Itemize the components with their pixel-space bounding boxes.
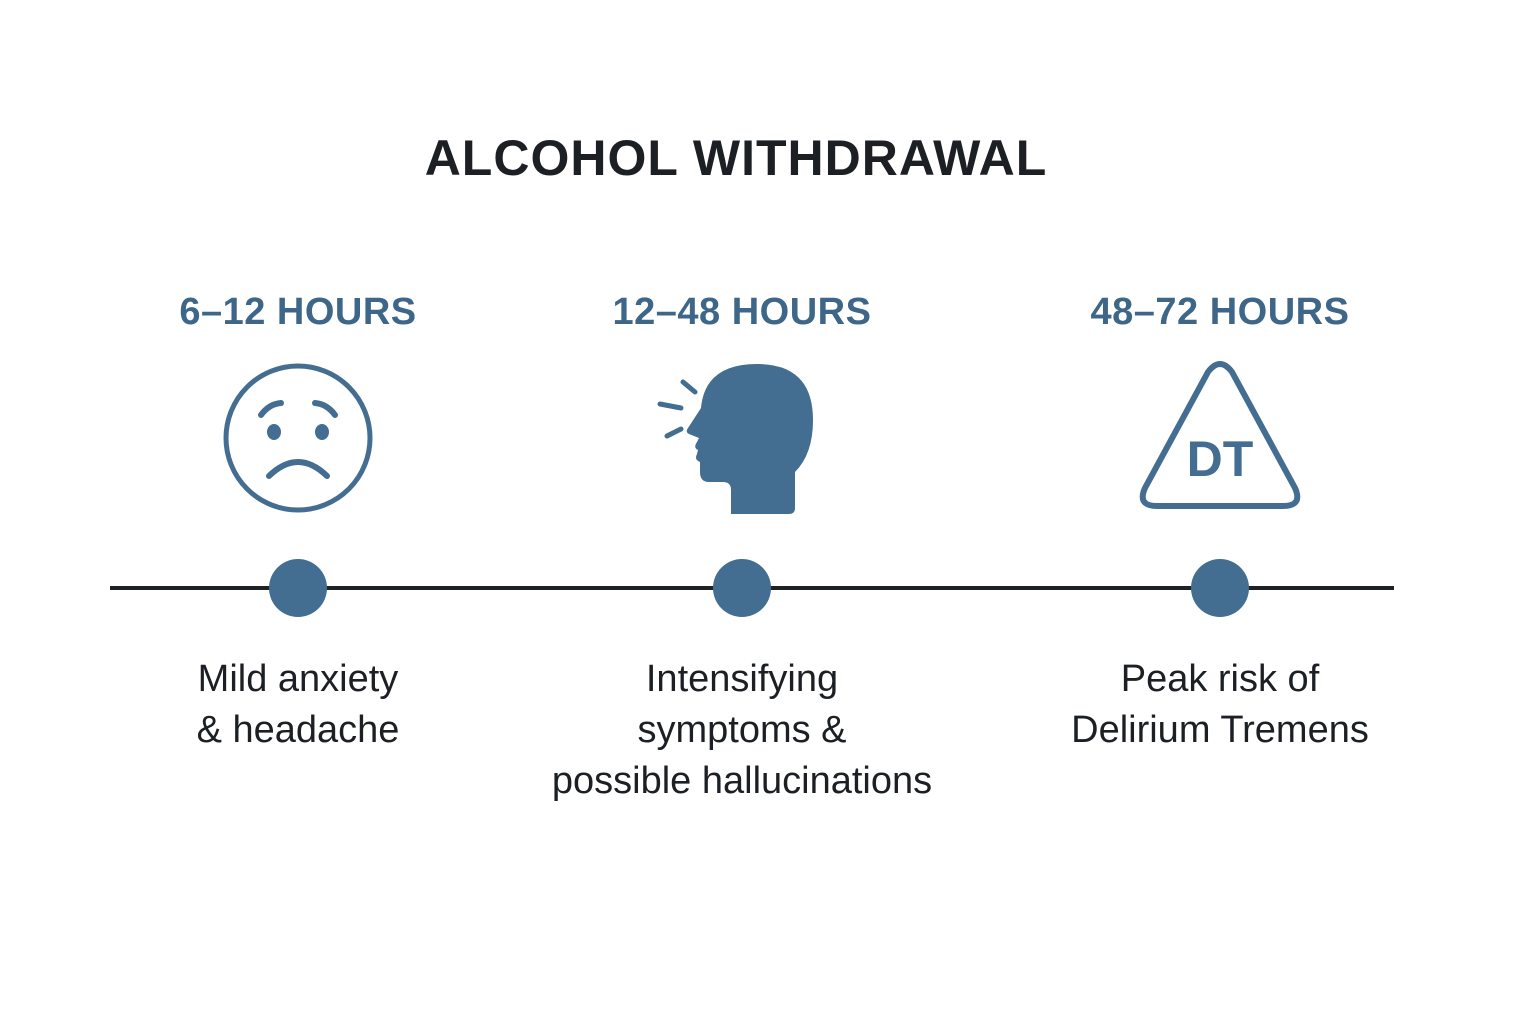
- dt-warning-triangle-icon: DT: [1135, 358, 1305, 522]
- stage-description: Peak risk of Delirium Tremens: [1000, 654, 1440, 756]
- stage-description-line: Delirium Tremens: [1071, 709, 1369, 751]
- timeline-marker: [269, 559, 327, 617]
- stage-description: Intensifying symptoms & possible halluci…: [522, 654, 962, 807]
- head-profile-icon: [657, 358, 827, 522]
- stage-12-48-hours: 12–48 HOURS Intensifying symptoms & poss…: [522, 0, 962, 1024]
- worried-face-icon: [213, 358, 383, 522]
- stage-description-line: possible hallucinations: [551, 760, 933, 802]
- stage-description-line: Intensifying: [645, 658, 839, 700]
- stage-time-label: 12–48 HOURS: [612, 291, 872, 333]
- timeline-marker: [713, 559, 771, 617]
- dt-label: DT: [1187, 431, 1254, 487]
- stage-description-line: Mild anxiety: [197, 658, 399, 700]
- timeline-marker: [1191, 559, 1249, 617]
- stage-48-72-hours: 48–72 HOURS DT Peak risk of Delirium Tre…: [1000, 0, 1440, 1024]
- stage-time-label: 6–12 HOURS: [179, 291, 417, 333]
- stage-description-line: Peak risk of: [1120, 658, 1320, 700]
- stage-description-line: symptoms &: [637, 709, 847, 751]
- diagram-title: ALCOHOL WITHDRAWAL: [424, 130, 1048, 186]
- stage-time-label: 48–72 HOURS: [1090, 291, 1350, 333]
- stage-description: Mild anxiety & headache: [78, 654, 518, 756]
- stage-6-12-hours: 6–12 HOURS Mild anxiety & headache: [78, 0, 518, 1024]
- stage-description-line: & headache: [196, 709, 400, 751]
